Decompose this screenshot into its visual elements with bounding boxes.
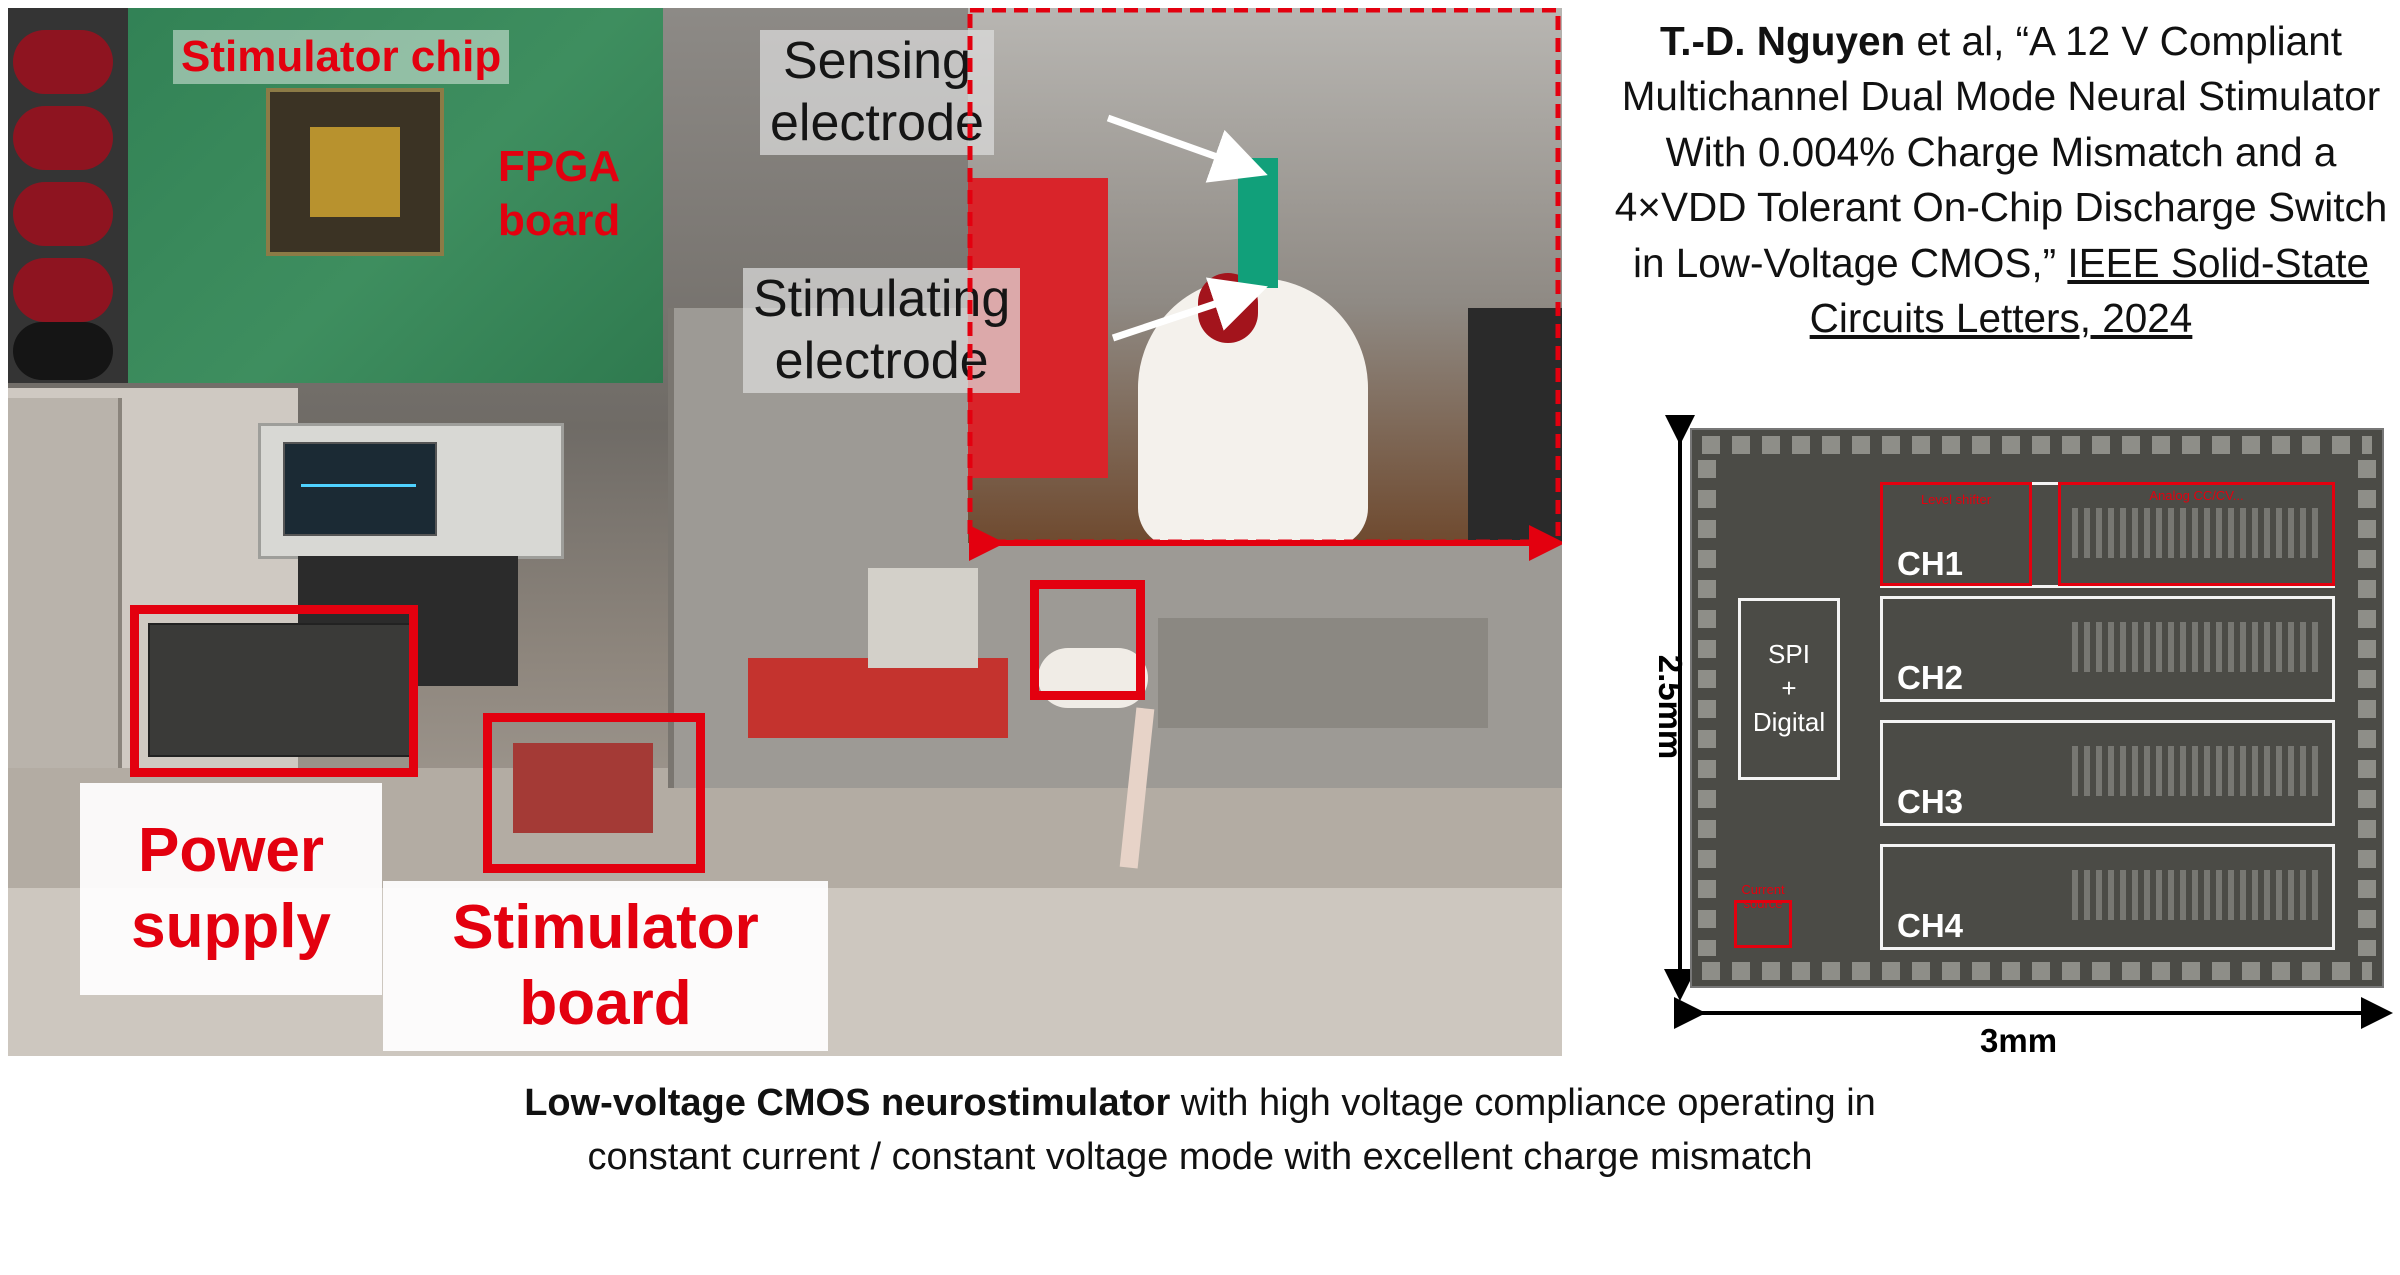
spi-line1: SPI — [1768, 639, 1810, 670]
pad-ring-bottom — [1702, 962, 2372, 980]
stereotaxic-frame — [1158, 618, 1488, 728]
level-shifter-block: Level shifter — [1880, 482, 2032, 586]
spi-digital-block: SPI + Digital — [1738, 598, 1840, 780]
dark-shadow — [1468, 308, 1562, 543]
label-stimboard-line1: Stimulator — [452, 893, 759, 963]
citation-title: et al, “A 12 V Compliant Multichannel Du… — [1614, 18, 2388, 286]
citation-author: T.-D. Nguyen — [1660, 18, 1906, 64]
connector-2 — [13, 106, 113, 170]
chip-die — [310, 127, 400, 217]
figure-caption-line2: constant current / constant voltage mode… — [587, 1136, 1813, 1178]
micromanipulator — [868, 568, 978, 668]
die-dimension-lines — [1664, 415, 2393, 1029]
arrows-overlay — [967, 8, 1562, 561]
rat-location-box — [1030, 580, 1145, 700]
label-stimulating-electrode: Stimulating electrode — [743, 268, 1021, 393]
current-source-block: Current source — [1734, 883, 1792, 948]
channel-2-label: CH2 — [1897, 659, 1964, 696]
channel-1-label: CH1 — [1897, 545, 1964, 582]
current-source-label: Current source — [1741, 882, 1785, 911]
label-fpga-line2: board — [498, 195, 621, 245]
zoom-dashed-outline — [967, 8, 1561, 545]
caption-line1-rest: with high voltage compliance operating i… — [1170, 1082, 1876, 1124]
label-stimulating-line1: Stimulating — [753, 270, 1011, 328]
channel-4-block: CH4 — [1880, 844, 2335, 950]
label-power-line2: supply — [131, 892, 331, 961]
sensing-arrow — [1106, 114, 1268, 183]
ch4-circuitry — [2072, 870, 2322, 920]
label-fpga-board: FPGA board — [498, 140, 620, 247]
pad-ring-right — [2358, 460, 2376, 956]
stimulator-board-box — [483, 713, 705, 873]
ch2-circuitry — [2072, 622, 2322, 672]
label-stimboard-line2: board — [519, 969, 692, 1038]
height-dimension-label: 2.5mm — [1652, 654, 1689, 760]
connector-1 — [13, 30, 113, 94]
power-supply-box — [130, 605, 418, 777]
rat-inset — [968, 8, 1562, 543]
stimulating-arrow — [1111, 277, 1268, 342]
fpga-board-inset — [8, 8, 663, 383]
caption-bold: Low-voltage CMOS neurostimulator — [524, 1082, 1171, 1124]
spi-line2: + — [1781, 673, 1797, 704]
connector-3 — [13, 182, 113, 246]
connector-4 — [13, 258, 113, 322]
channel-3-block: CH3 — [1880, 720, 2335, 826]
connector-5 — [13, 322, 113, 380]
pad-ring-left — [1698, 460, 1716, 956]
analog-block-label: Analog CC/CV... — [2149, 488, 2244, 503]
label-power-supply: Power supply — [80, 783, 382, 995]
chip-socket — [266, 88, 444, 256]
pad-ring-top — [1702, 436, 2372, 454]
label-stimulator-chip: Stimulator chip — [173, 30, 510, 84]
channel-4-label: CH4 — [1897, 907, 1964, 944]
label-fpga-line1: FPGA — [498, 142, 621, 191]
label-stimulating-line2: electrode — [774, 332, 989, 391]
width-dimension-label: 3mm — [1980, 1022, 2058, 1059]
label-sensing-line2: electrode — [770, 94, 984, 153]
label-stimulator-board: Stimulator board — [383, 881, 828, 1051]
label-power-line1: Power — [137, 816, 325, 886]
stage-base — [748, 658, 1008, 738]
stimulator-board-pcb — [513, 743, 653, 833]
citation-journal[interactable]: IEEE Solid-State Circuits Letters, 2024 — [1809, 239, 2370, 342]
spi-line3: Digital — [1752, 706, 1826, 737]
ch3-circuitry — [2072, 746, 2322, 796]
label-sensing-electrode: Sensing electrode — [760, 30, 994, 155]
channel-2-block: CH2 — [1880, 596, 2335, 702]
drawer-cabinet — [8, 398, 122, 818]
ch1-circuitry — [2072, 508, 2322, 558]
label-sensing-line1: Sensing — [783, 32, 971, 90]
experimental-setup-photo: Stimulator chip FPGA board Sensing elect… — [8, 8, 1562, 1056]
die-micrograph: SPI + Digital CH1 CH2 CH3 CH4 Level shif… — [1690, 428, 2384, 988]
analog-block: Analog CC/CV... — [2058, 482, 2335, 586]
citation: T.-D. Nguyen et al, “A 12 V Compliant Mu… — [1610, 14, 2392, 347]
figure-caption-line1: Low-voltage CMOS neurostimulator with hi… — [0, 1082, 2400, 1125]
level-shifter-label: Level shifter — [1920, 492, 1992, 507]
channel-3-label: CH3 — [1897, 783, 1964, 820]
